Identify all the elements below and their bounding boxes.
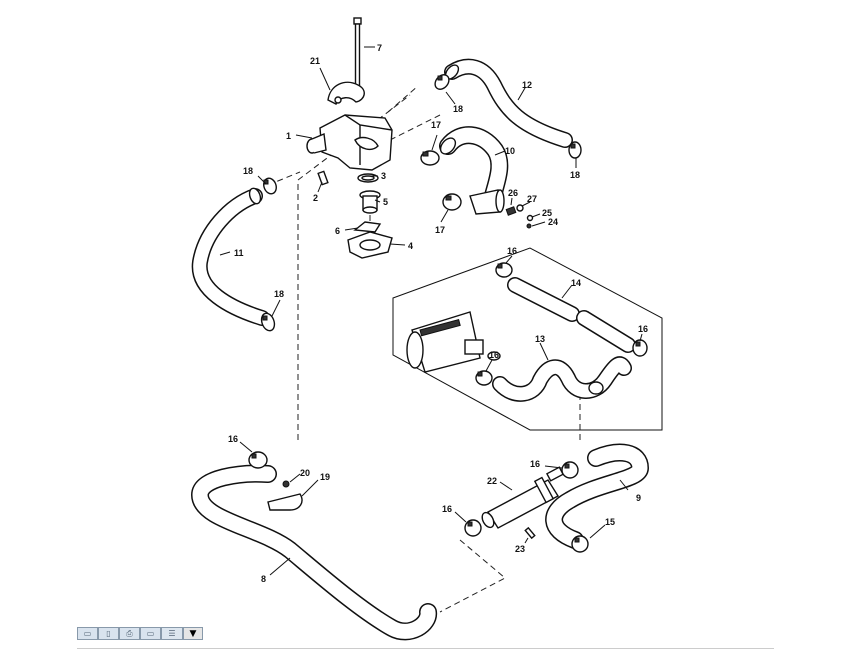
thermostat-5 <box>359 190 381 214</box>
clamp-17-a <box>420 150 440 166</box>
leader-lines <box>219 46 643 576</box>
seal-6 <box>353 221 382 233</box>
label-12: 12 <box>522 80 532 90</box>
gasket-4 <box>347 231 393 259</box>
nut-20 <box>282 480 290 488</box>
gasket-3 <box>357 173 379 183</box>
subassembly-outline <box>392 247 663 431</box>
clamp-18-c <box>434 74 450 90</box>
bolt-7 <box>353 17 362 95</box>
hose-14 <box>507 277 636 353</box>
label-17-a: 17 <box>431 120 441 130</box>
dropdown-arrow-icon: ▼ <box>189 628 197 639</box>
label-7: 7 <box>377 43 382 53</box>
label-20: 20 <box>300 468 310 478</box>
label-10: 10 <box>505 146 515 156</box>
page-icon: ▯ <box>106 629 111 638</box>
page-button[interactable]: ▯ <box>98 627 119 640</box>
fitting-27 <box>516 204 524 212</box>
clamp-16-c <box>475 370 493 386</box>
clamp-16-d <box>248 451 268 469</box>
label-26: 26 <box>508 188 518 198</box>
label-16-e: 16 <box>530 459 540 469</box>
print-button[interactable]: ⎙ <box>119 627 140 640</box>
list-icon: ☰ <box>168 629 176 638</box>
window-icon: ▭ <box>146 629 155 638</box>
label-16-c: 16 <box>489 350 499 360</box>
clamp-16-e <box>561 461 579 479</box>
hose-10 <box>439 126 509 215</box>
label-18-b: 18 <box>274 289 284 299</box>
clamp-18-b <box>260 312 276 332</box>
label-16-d: 16 <box>228 434 238 444</box>
label-2: 2 <box>313 193 318 203</box>
clamp-17-b <box>442 193 462 211</box>
label-4: 4 <box>408 241 413 251</box>
dropdown-button[interactable]: ▼ <box>183 627 203 640</box>
hose-8 <box>190 464 437 641</box>
label-6: 6 <box>335 226 340 236</box>
hose-clamps <box>248 74 648 553</box>
fitting-26 <box>505 206 517 216</box>
label-22: 22 <box>487 476 497 486</box>
clamp-16-a <box>495 262 513 278</box>
clamp-15 <box>571 535 589 553</box>
label-21: 21 <box>310 56 320 66</box>
label-23: 23 <box>515 544 525 554</box>
label-3: 3 <box>381 171 386 181</box>
label-17-b: 17 <box>435 225 445 235</box>
bracket-21 <box>327 81 365 105</box>
screw-2 <box>317 170 329 186</box>
fuel-cooler-22 <box>481 466 565 529</box>
label-16-b: 16 <box>638 324 648 334</box>
clamp-13-end <box>588 381 604 395</box>
heat-exchanger <box>406 311 501 373</box>
label-24: 24 <box>548 217 558 227</box>
label-14: 14 <box>571 278 581 288</box>
clamp-18-d <box>568 141 582 159</box>
hose-12 <box>444 58 573 148</box>
label-25: 25 <box>542 208 552 218</box>
picture-button[interactable]: ▭ <box>77 627 98 640</box>
label-1: 1 <box>286 131 291 141</box>
clamp-16-b <box>632 339 648 357</box>
label-13: 13 <box>535 334 545 344</box>
label-18-a: 18 <box>243 166 253 176</box>
clamp-bracket-19 <box>267 493 303 511</box>
part-labels: 7 21 1 2 3 5 6 4 18 11 18 18 12 18 17 10… <box>228 43 648 584</box>
screw-23 <box>524 526 536 540</box>
label-27: 27 <box>527 194 537 204</box>
viewer-toolbar: ▭ ▯ ⎙ ▭ ☰ ▼ <box>77 627 203 641</box>
hose-11 <box>191 187 270 326</box>
hose-13 <box>492 356 632 402</box>
print-icon: ⎙ <box>126 628 133 638</box>
label-8: 8 <box>261 574 266 584</box>
fitting-25 <box>526 214 534 222</box>
window-button[interactable]: ▭ <box>140 627 161 640</box>
label-16-f: 16 <box>442 504 452 514</box>
label-18-d: 18 <box>570 170 580 180</box>
bottom-divider <box>77 648 774 649</box>
thermostat-housing-1 <box>306 114 393 171</box>
hose-9 <box>545 443 650 549</box>
label-19: 19 <box>320 472 330 482</box>
fitting-24 <box>526 223 532 229</box>
label-16-a: 16 <box>507 246 517 256</box>
label-11: 11 <box>234 248 244 258</box>
picture-icon: ▭ <box>83 629 92 638</box>
label-15: 15 <box>605 517 615 527</box>
list-button[interactable]: ☰ <box>161 627 183 640</box>
clamp-18-a <box>263 177 277 195</box>
label-9: 9 <box>636 493 641 503</box>
label-5: 5 <box>383 197 388 207</box>
clamp-16-f <box>464 519 482 537</box>
label-18-c: 18 <box>453 104 463 114</box>
